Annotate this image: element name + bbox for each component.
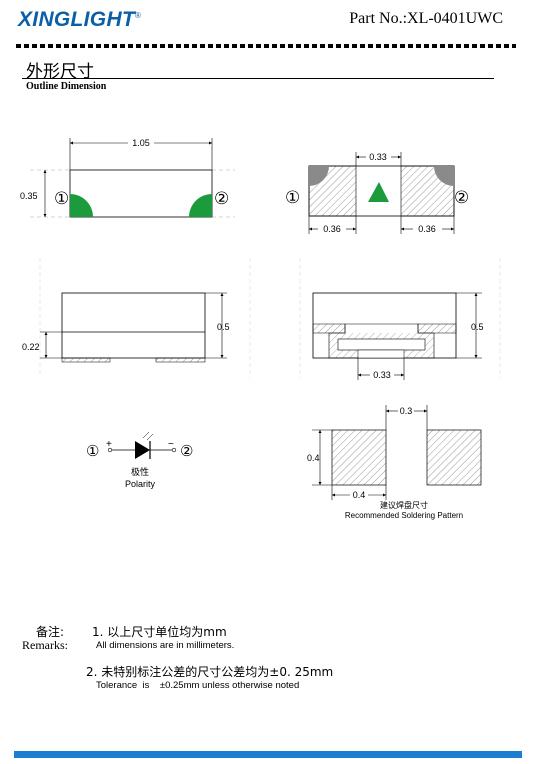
dim-side-height: 0.5 bbox=[217, 322, 230, 332]
bottom-corner-left bbox=[309, 166, 329, 186]
soldering-label-en: Recommended Soldering Pattern bbox=[345, 511, 463, 520]
polarity-symbol: ① + − ② 极性 Polarity bbox=[86, 431, 193, 489]
polarity-minus: − bbox=[168, 439, 174, 450]
dim-solder-height: 0.4 bbox=[307, 453, 320, 463]
dim-solder-gap: 0.3 bbox=[400, 406, 413, 416]
section-rule bbox=[22, 78, 494, 79]
section-title-en: Outline Dimension bbox=[26, 81, 107, 92]
remarks-label-en: Remarks: bbox=[22, 638, 68, 652]
diode-icon bbox=[135, 441, 150, 459]
section-title-cn: 外形尺寸 bbox=[26, 62, 94, 82]
pad-corner-left bbox=[70, 194, 93, 217]
dim-solder-width: 0.4 bbox=[353, 490, 366, 500]
top-view: 1.05 0.35 ① ② bbox=[20, 138, 235, 218]
pin2-label: ② bbox=[214, 189, 229, 208]
side-view: 0.5 0.22 bbox=[22, 258, 251, 378]
header-divider bbox=[16, 44, 516, 48]
dim-top-width: 1.05 bbox=[132, 138, 150, 148]
polarity-label-cn: 极性 bbox=[131, 466, 149, 478]
dim-front-height: 0.5 bbox=[471, 322, 484, 332]
note1-cn: 1. 以上尺寸单位均为mm bbox=[92, 625, 227, 639]
pin1-label: ① bbox=[54, 189, 69, 208]
pin1-label-bottom: ① bbox=[285, 188, 300, 207]
note1-en: All dimensions are in millimeters. bbox=[96, 640, 235, 651]
dim-front-gap: 0.33 bbox=[373, 370, 391, 380]
dim-pad-gap: 0.33 bbox=[369, 152, 387, 162]
part-number: Part No.:XL-0401UWC bbox=[349, 10, 503, 27]
remarks-label-cn: 备注: bbox=[36, 625, 65, 639]
polarity-pin1: ① bbox=[86, 443, 99, 460]
polarity-plus: + bbox=[106, 439, 112, 450]
soldering-pattern: 0.3 0.4 0.4 建议焊盘尺寸 Recommended Soldering… bbox=[307, 405, 482, 520]
note2-en: Tolerance is ±0.25mm unless otherwise no… bbox=[96, 680, 300, 691]
front-view: 0.5 0.33 bbox=[299, 258, 501, 380]
bottom-view: 0.33 0.36 0.36 ① ② bbox=[285, 152, 469, 234]
dim-lens-height: 0.22 bbox=[22, 342, 40, 352]
bottom-corner-right bbox=[434, 166, 454, 186]
pad-corner-right bbox=[189, 194, 212, 217]
dim-pad-right: 0.36 bbox=[418, 224, 436, 234]
dim-top-height: 0.35 bbox=[20, 191, 38, 201]
brand-logo: XINGLIGHT® bbox=[18, 8, 141, 32]
footer-bar bbox=[14, 751, 522, 758]
registered-mark: ® bbox=[135, 11, 142, 20]
pin2-label-bottom: ② bbox=[454, 188, 469, 207]
polarity-triangle-icon bbox=[368, 182, 389, 202]
polarity-label-en: Polarity bbox=[125, 479, 156, 489]
brand-name: XINGLIGHT bbox=[18, 8, 136, 31]
soldering-label-cn: 建议焊盘尺寸 bbox=[380, 500, 428, 510]
dim-pad-left: 0.36 bbox=[323, 224, 341, 234]
note2-cn: 2. 未特别标注公差的尺寸公差均为±0. 25mm bbox=[86, 665, 334, 679]
polarity-pin2: ② bbox=[180, 443, 193, 460]
